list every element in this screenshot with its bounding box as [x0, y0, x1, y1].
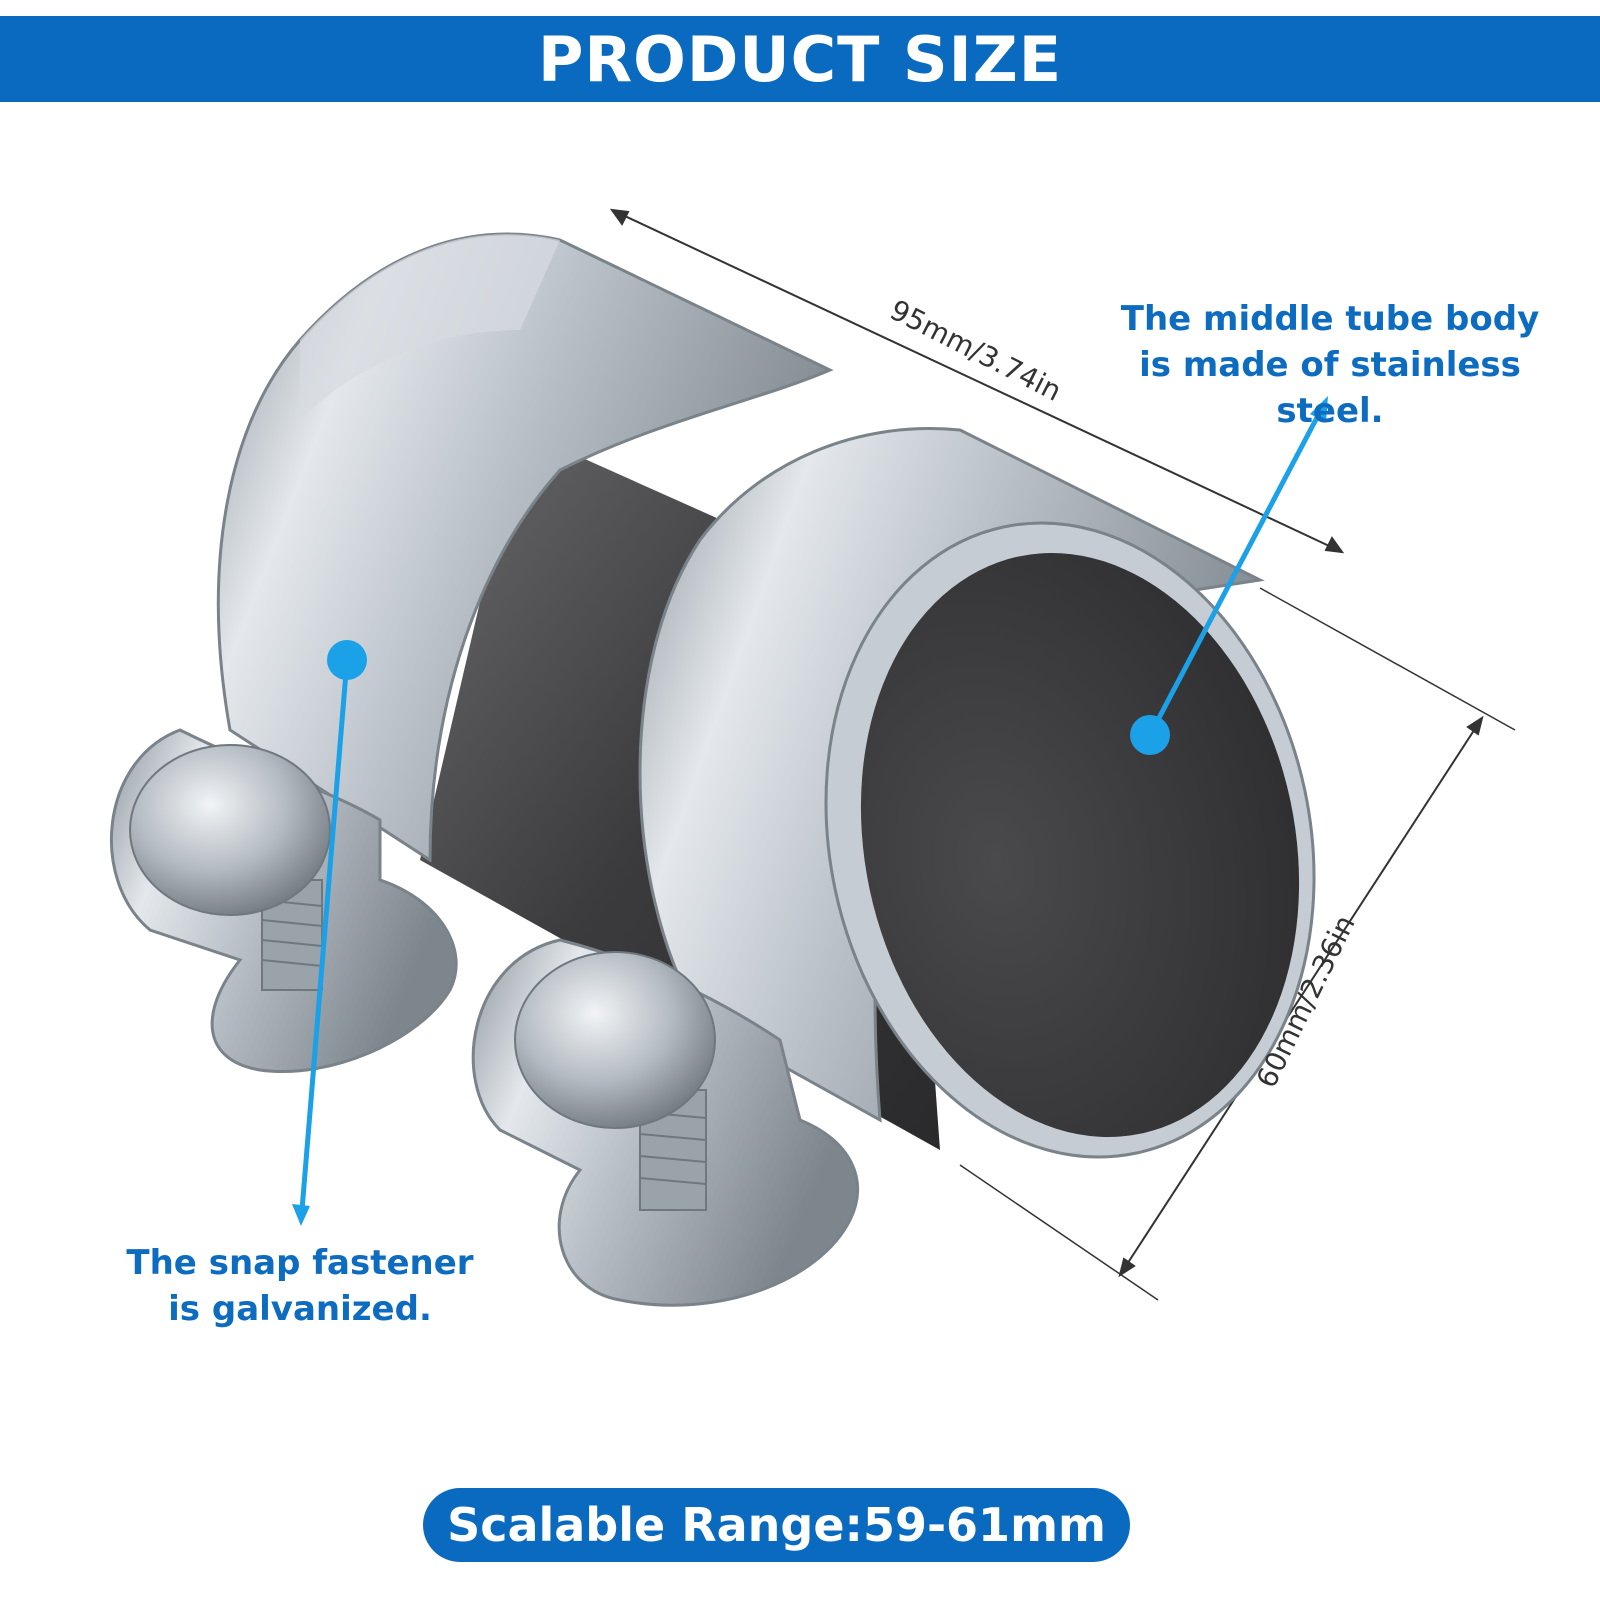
diameter-dimension-arrow-icon	[1118, 715, 1484, 1278]
fastener-callout-pointer-icon	[292, 640, 367, 1226]
tube-callout-pointer-icon	[1130, 396, 1328, 755]
bolt-icon	[514, 951, 716, 1129]
bolt-icon	[129, 744, 331, 916]
scalable-range-text: Scalable Range:59-61mm	[447, 1498, 1106, 1552]
fastener-callout-line1: The snap fastener	[126, 1243, 474, 1283]
left-fastener	[109, 728, 458, 1073]
scalable-range-badge: Scalable Range:59-61mm	[423, 1488, 1130, 1562]
page-title: PRODUCT SIZE	[537, 22, 1063, 96]
fastener-callout: The snap fastener is galvanized.	[110, 1240, 490, 1332]
right-fastener	[471, 938, 860, 1307]
tube-body-callout: The middle tube body is made of stainles…	[1120, 299, 1540, 431]
length-dimension-arrow-icon	[609, 208, 1516, 1301]
fastener-callout-line2: is galvanized.	[168, 1289, 432, 1329]
header-banner: PRODUCT SIZE	[0, 16, 1600, 102]
tube-end-interior	[860, 553, 1300, 1137]
